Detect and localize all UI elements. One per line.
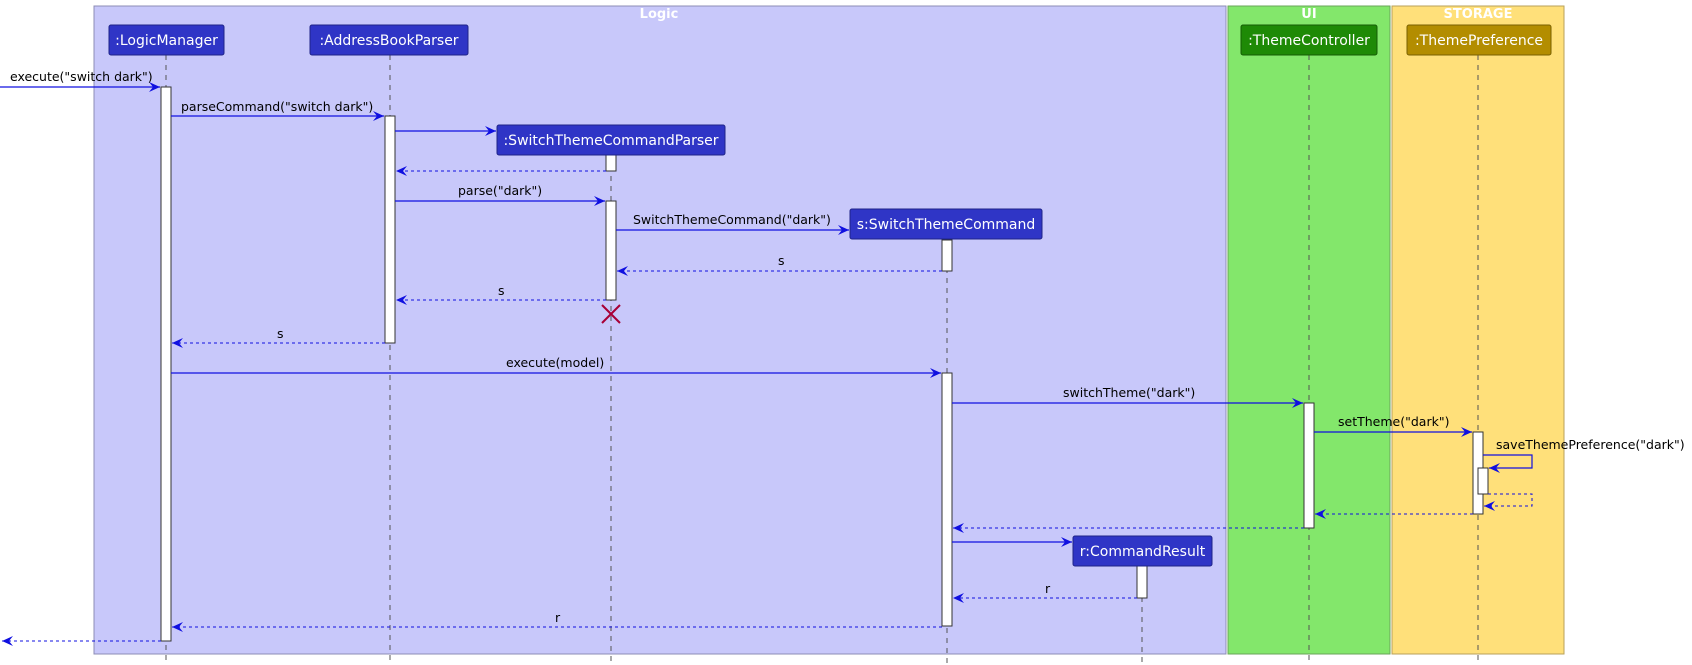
box-storage-title: STORAGE [1444, 7, 1513, 22]
activation-switch-command-execute [941, 372, 953, 627]
message-return-s-3-label: s [277, 326, 284, 341]
box-logic: Logic [93, 5, 1227, 655]
participant-switch-theme-command-parser: :SwitchThemeCommandParser [496, 124, 726, 156]
participant-theme-preference-label: :ThemePreference [1415, 33, 1543, 49]
message-save-pref-label: saveThemePreference("dark") [1496, 437, 1685, 452]
activation-switch-command-create [941, 239, 953, 272]
participant-address-book-parser-label: :AddressBookParser [319, 33, 458, 49]
box-ui-title: UI [1301, 7, 1316, 22]
participant-logic-manager-label: :LogicManager [115, 33, 218, 49]
box-logic-title: Logic [640, 7, 679, 22]
message-set-theme-label: setTheme("dark") [1338, 414, 1449, 429]
message-return-s-2-label: s [498, 283, 505, 298]
activation-logic-manager [160, 86, 172, 642]
message-return-r-1-label: r [1045, 581, 1051, 596]
message-construct-command-label: SwitchThemeCommand("dark") [633, 212, 831, 227]
message-execute-model-label: execute(model) [506, 355, 604, 370]
participant-theme-controller-label: :ThemeController [1248, 33, 1370, 49]
participant-theme-preference: :ThemePreference [1406, 24, 1552, 56]
message-return-r-2-label: r [555, 610, 561, 625]
message-return-s-1-label: s [778, 253, 785, 268]
message-execute-switch-label: execute("switch dark") [10, 69, 153, 84]
participant-theme-controller: :ThemeController [1240, 24, 1378, 56]
participant-command-result: r:CommandResult [1072, 535, 1213, 567]
activation-theme-preference-self [1477, 467, 1489, 495]
activation-switch-parser-create [605, 154, 617, 172]
destroy-marker [601, 304, 621, 324]
participant-switch-theme-command-label: s:SwitchThemeCommand [857, 217, 1036, 233]
activation-switch-parser-parse [605, 200, 617, 301]
activation-theme-controller [1303, 402, 1315, 529]
message-return-save-arrow [1484, 493, 1533, 511]
participant-switch-theme-command-parser-label: :SwitchThemeCommandParser [503, 133, 718, 149]
message-save-pref-arrow [1483, 454, 1533, 473]
message-switch-theme-label: switchTheme("dark") [1063, 385, 1195, 400]
activation-address-book-parser [384, 115, 396, 344]
participant-command-result-label: r:CommandResult [1080, 544, 1206, 560]
message-parse-command-label: parseCommand("switch dark") [181, 99, 373, 114]
participant-switch-theme-command: s:SwitchThemeCommand [849, 208, 1043, 240]
message-parse-dark-label: parse("dark") [458, 183, 542, 198]
activation-command-result [1136, 565, 1148, 599]
participant-address-book-parser: :AddressBookParser [309, 24, 469, 56]
participant-logic-manager: :LogicManager [108, 24, 225, 56]
messages: execute("switch dark") parseCommand("swi… [0, 69, 1685, 646]
